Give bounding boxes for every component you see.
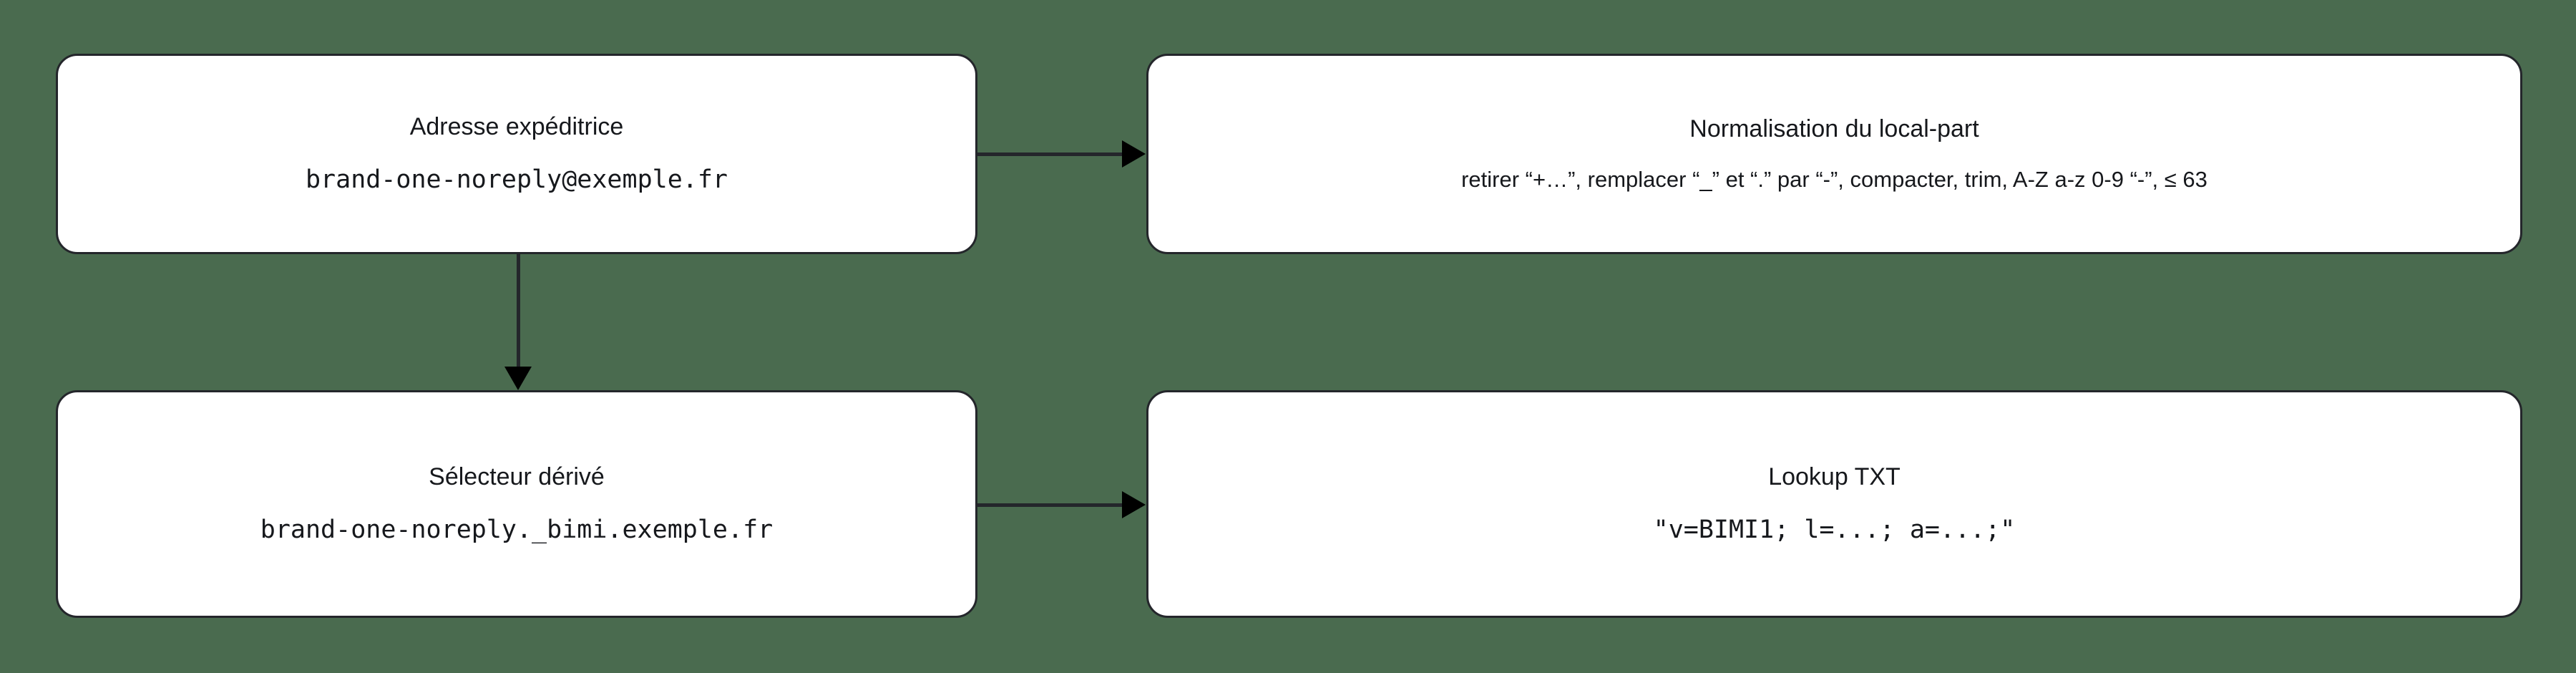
node-derived-selector[interactable]: Sélecteur dérivé brand-one-noreply._bimi… xyxy=(56,390,977,618)
edge-sender-to-selector xyxy=(517,254,520,369)
node-derived-selector-value: brand-one-noreply._bimi.exemple.fr xyxy=(260,515,774,544)
node-normalization[interactable]: Normalisation du local-part retirer “+…”… xyxy=(1146,54,2522,254)
node-lookup-txt-title: Lookup TXT xyxy=(1768,463,1901,490)
node-sender-address-title: Adresse expéditrice xyxy=(409,113,624,140)
node-lookup-txt-record: "v=BIMI1; l=...; a=...;" xyxy=(1653,515,2016,544)
edge-sender-to-normalization xyxy=(977,152,1124,156)
node-normalization-title: Normalisation du local-part xyxy=(1689,115,1979,142)
arrow-down-icon xyxy=(504,367,532,390)
node-sender-address[interactable]: Adresse expéditrice brand-one-noreply@ex… xyxy=(56,54,977,254)
node-lookup-txt[interactable]: Lookup TXT "v=BIMI1; l=...; a=...;" xyxy=(1146,390,2522,618)
node-sender-address-value: brand-one-noreply@exemple.fr xyxy=(305,165,728,194)
arrow-right-icon xyxy=(1122,140,1146,168)
node-derived-selector-title: Sélecteur dérivé xyxy=(429,463,605,490)
arrow-right-icon xyxy=(1122,491,1146,518)
edge-selector-to-lookup xyxy=(977,503,1124,507)
node-normalization-rules: retirer “+…”, remplacer “_” et “.” par “… xyxy=(1461,167,2207,193)
